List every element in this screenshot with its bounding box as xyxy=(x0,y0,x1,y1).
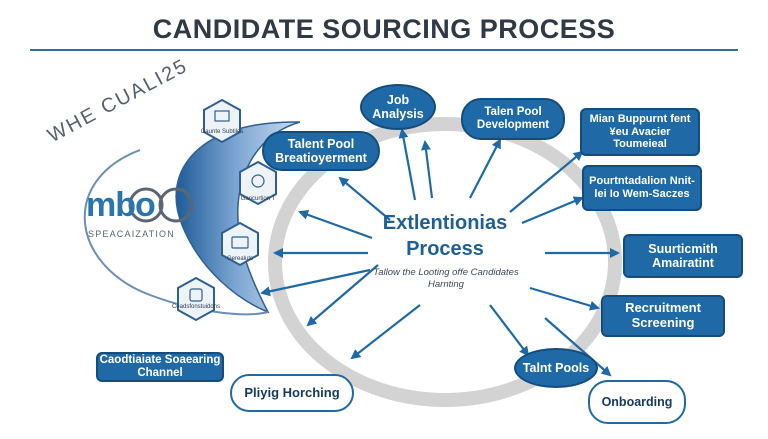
node-pourtntadalion[interactable]: Pourtntadalion Nnit-lei Io Wem-Saczes xyxy=(582,165,702,211)
arrow xyxy=(509,150,584,213)
arrow xyxy=(350,304,421,360)
database-icon xyxy=(189,288,203,302)
logo-ring-icon xyxy=(158,187,194,223)
center-process-title: Extlentionias Process xyxy=(382,212,508,260)
compass-icon xyxy=(251,174,265,188)
hexagon-label: Gaunte Subtiles xyxy=(200,129,244,135)
arrow xyxy=(306,264,379,327)
arrow xyxy=(521,196,584,225)
node-major-bupurment[interactable]: Mian Buppurnt fent ¥eu Avacier Toumeieal xyxy=(580,108,700,156)
center-process-subtitle: Tallow the Looting offe Candidates Harnt… xyxy=(373,267,519,291)
process-ring xyxy=(268,117,622,407)
arrow xyxy=(489,304,530,357)
node-recruitment-screening[interactable]: Recruitment Screening xyxy=(601,295,725,337)
page-title: CANDIDATE SOURCING PROCESS xyxy=(152,14,616,44)
node-talnt-pools[interactable]: Talnt Pools xyxy=(514,348,598,388)
hexagon-label: Gerealuts xyxy=(226,256,253,262)
arrows xyxy=(260,128,620,377)
arrow xyxy=(544,317,612,377)
arrow xyxy=(260,268,371,297)
hexagon-label: Gancurtion T xyxy=(240,196,276,202)
document-icon xyxy=(214,110,230,122)
hexagon-badge xyxy=(221,221,259,267)
node-playing-horching[interactable]: Pliyig Horching xyxy=(230,374,354,412)
hexagon-badge xyxy=(177,276,215,322)
arrow xyxy=(529,286,600,311)
node-onboarding[interactable]: Onboarding xyxy=(588,380,686,424)
hexagon-badge xyxy=(239,160,277,206)
node-suurticmith[interactable]: Suurticmith Amairatint xyxy=(623,234,743,278)
arrow xyxy=(398,128,417,201)
logo-mark: mbo xyxy=(86,186,156,224)
hexagon-badges xyxy=(177,98,277,322)
arrow xyxy=(469,138,501,199)
node-talent-pool-development[interactable]: Talen Pool Development xyxy=(461,98,565,140)
arrow xyxy=(298,210,373,240)
logo-subtitle: SPEACAIZATION xyxy=(88,229,175,239)
node-candidate-channel[interactable]: Caodtiaiate Soaearing Channel xyxy=(96,352,224,382)
title-divider xyxy=(30,49,738,51)
screen-icon xyxy=(231,236,249,249)
arrow xyxy=(421,140,434,199)
node-job-analysis[interactable]: Job Analysis xyxy=(360,84,436,130)
hexagon-label: Ceadsfonstuidons xyxy=(171,304,221,310)
node-talent-pool-breatioyerment[interactable]: Talent Pool Breatioyerment xyxy=(262,131,380,171)
left-crescent-outline xyxy=(83,149,269,316)
logo-ring-icon xyxy=(128,187,164,223)
arrow xyxy=(338,176,391,221)
